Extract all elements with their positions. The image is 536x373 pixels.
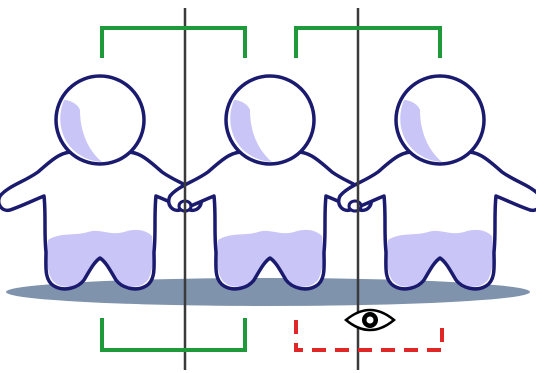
figure-body xyxy=(168,151,372,289)
figure-head-shade xyxy=(400,100,442,162)
figure-body xyxy=(338,151,536,289)
figure-head-outline xyxy=(54,74,146,166)
eye-pupil-highlight xyxy=(366,316,374,324)
ground-shadows xyxy=(6,278,530,306)
top-bracket-left xyxy=(100,26,247,58)
figure-outline xyxy=(0,150,203,291)
top-bracket-right xyxy=(294,26,442,58)
figure-head-shade xyxy=(60,100,102,162)
figure-head-outline xyxy=(224,74,316,166)
bottom-bracket-right xyxy=(294,320,444,352)
figure-outline xyxy=(167,150,373,291)
bottom-bracket-left xyxy=(100,318,247,352)
eye-icon xyxy=(344,308,396,332)
ground-shadow xyxy=(6,278,530,306)
brackets xyxy=(100,26,444,352)
figures xyxy=(0,74,536,291)
figure-2 xyxy=(167,74,373,291)
figure-body xyxy=(0,151,202,289)
figure-shade xyxy=(386,229,494,287)
figure-shade xyxy=(216,229,324,287)
figure-1 xyxy=(0,74,203,291)
figure-3 xyxy=(337,74,536,291)
mirror-lines xyxy=(183,8,360,370)
figure-head-outline xyxy=(394,74,486,166)
figure-head-shade xyxy=(230,100,272,162)
figure-shade xyxy=(46,229,154,287)
figure-outline xyxy=(337,150,536,291)
